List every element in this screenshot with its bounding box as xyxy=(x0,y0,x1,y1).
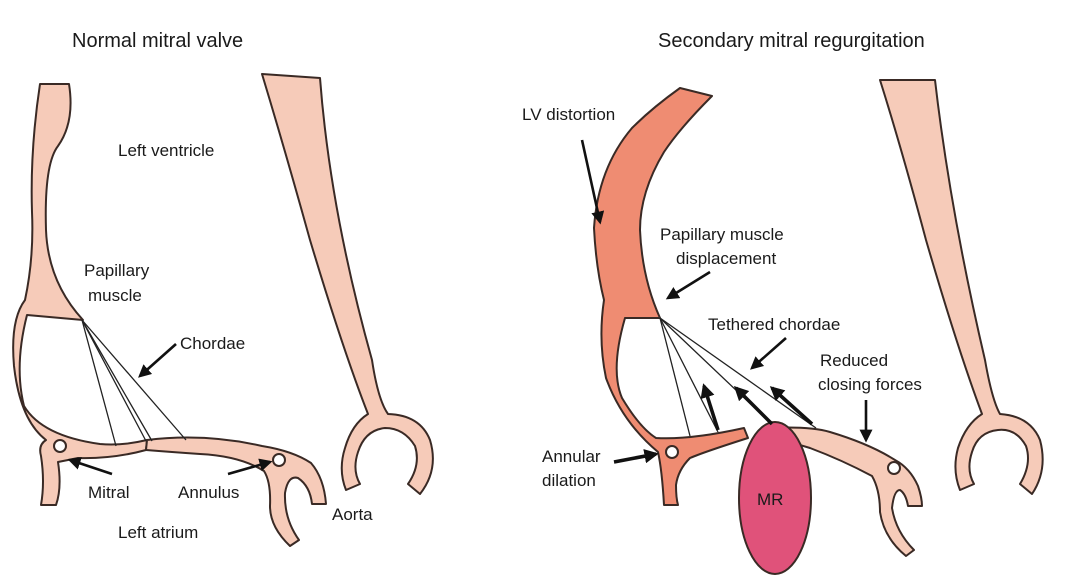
tethered-chordae xyxy=(659,317,817,437)
lv-distortion-label: LV distortion xyxy=(522,105,615,124)
aorta-label: Aorta xyxy=(332,505,373,524)
dilated-posterior-annulus-ring xyxy=(665,445,679,459)
annular-dilation-arrow xyxy=(613,449,659,464)
annular-dilation-label-1: Annular xyxy=(542,447,601,466)
annulus-label: Annulus xyxy=(178,483,239,502)
secondary-mr-panel: Secondary mitral regurgitation MR LV dis… xyxy=(522,30,1044,575)
reduced-closing-label-2: closing forces xyxy=(818,375,922,394)
normal-septum xyxy=(261,73,434,495)
normal-posterior-annulus-ring xyxy=(53,439,67,453)
chordae-arrow xyxy=(138,343,177,378)
papillary-displacement-label-1: Papillary muscle xyxy=(660,225,784,244)
normal-valve-title: Normal mitral valve xyxy=(72,30,243,52)
left-ventricle-label: Left ventricle xyxy=(118,141,214,160)
lv-distortion-arrow xyxy=(580,139,605,225)
normal-chordae xyxy=(81,319,187,447)
normal-valve-panel: Normal mitral valve Left ventricle Papil… xyxy=(12,30,434,547)
secondary-septum xyxy=(879,79,1044,495)
chordae-label: Chordae xyxy=(180,334,245,353)
annular-dilation-label-2: dilation xyxy=(542,471,596,490)
tethered-chordae-label: Tethered chordae xyxy=(708,315,840,334)
mitral-label: Mitral xyxy=(88,483,130,502)
papillary-displacement-label-2: displacement xyxy=(676,249,776,268)
annulus-arrow xyxy=(227,458,273,476)
tethering-arrow-3 xyxy=(769,386,814,426)
left-atrium-label: Left atrium xyxy=(118,523,198,542)
mitral-arrow xyxy=(67,457,113,476)
mr-label: MR xyxy=(757,490,783,509)
reduced-closing-label-1: Reduced xyxy=(820,351,888,370)
papillary-displacement-arrow xyxy=(665,270,711,300)
secondary-mr-title: Secondary mitral regurgitation xyxy=(658,30,925,52)
mr-jet xyxy=(738,421,812,575)
papillary-muscle-label-2: muscle xyxy=(88,286,142,305)
normal-anterior-annulus-ring xyxy=(272,453,286,467)
papillary-muscle-label-1: Papillary xyxy=(84,261,150,280)
tethered-aortic-root xyxy=(765,426,923,557)
tethered-chordae-arrow xyxy=(750,337,787,370)
tethering-arrow-1 xyxy=(700,383,720,431)
distorted-lv-wall xyxy=(593,87,749,506)
tethering-arrow-2 xyxy=(733,385,774,426)
dilated-anterior-annulus-ring xyxy=(887,461,901,475)
